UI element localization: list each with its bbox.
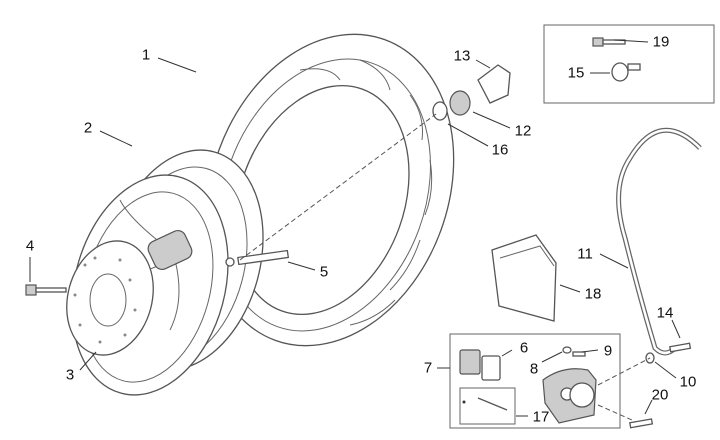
callout-8: 8 — [529, 360, 539, 378]
callout-10: 10 — [679, 373, 697, 391]
brake-caliper — [542, 368, 597, 424]
hub-nut-and-cap — [432, 64, 511, 121]
bolt — [25, 284, 67, 296]
caliper-kit-box — [449, 333, 621, 429]
callout-16: 16 — [491, 141, 509, 159]
callout-4: 4 — [25, 237, 35, 255]
callout-5: 5 — [319, 263, 329, 281]
callout-9: 9 — [603, 342, 613, 360]
callout-18: 18 — [584, 285, 602, 303]
callout-14: 14 — [656, 304, 674, 322]
axle — [225, 249, 290, 267]
callout-2: 2 — [83, 119, 93, 137]
callout-15: 15 — [567, 64, 585, 82]
callout-6: 6 — [519, 339, 529, 357]
brake-disc — [66, 240, 154, 356]
callout-11: 11 — [577, 245, 593, 263]
callout-3: 3 — [65, 366, 75, 384]
callout-13: 13 — [453, 47, 471, 65]
callout-7: 7 — [423, 359, 433, 377]
clamp-kit-box — [543, 24, 715, 104]
callout-19: 19 — [652, 33, 670, 51]
callout-12: 12 — [514, 122, 532, 140]
callout-17: 17 — [532, 408, 550, 426]
manual-booklet — [491, 234, 557, 322]
callout-1: 1 — [141, 46, 151, 64]
clamp-and-screw — [592, 37, 641, 82]
callout-20: 20 — [651, 386, 669, 404]
pin-kit-box — [459, 387, 516, 425]
leader-lines — [29, 39, 681, 421]
brake-pads — [459, 349, 501, 381]
